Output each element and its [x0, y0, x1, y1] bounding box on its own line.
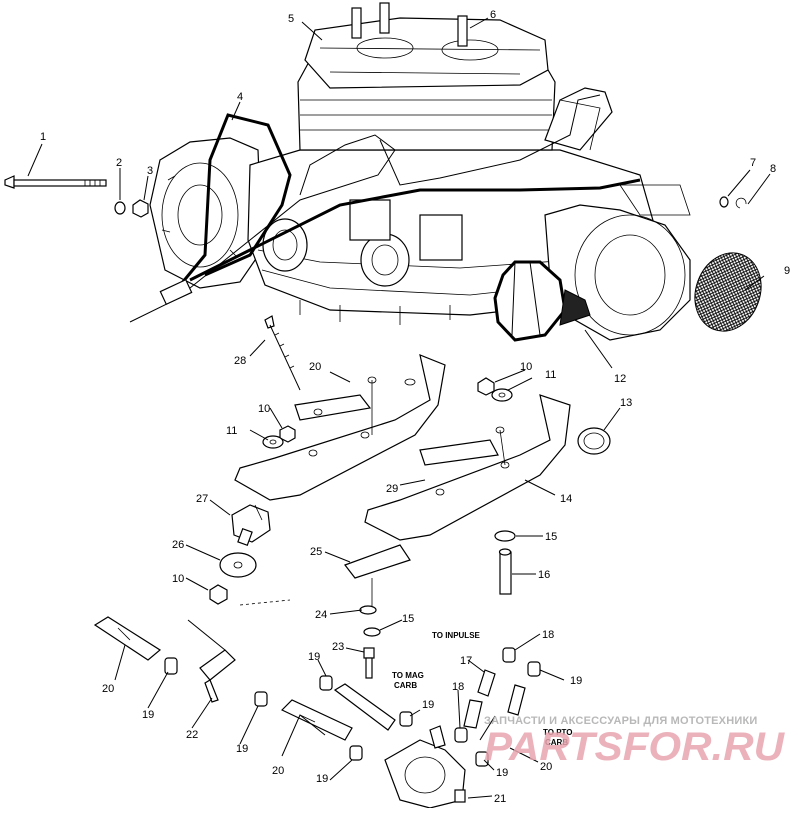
callout-6: 6: [490, 9, 496, 21]
callout-29: 29: [386, 483, 398, 495]
watermark: ЗАПЧАСТИ И АКСЕССУАРЫ ДЛЯ МОТОТЕХНИКИ PA…: [484, 715, 785, 769]
routing-notes: TO INPULSE TO MAG CARB TO PTO CARB: [392, 631, 573, 747]
note-to-impulse: TO INPULSE: [432, 631, 481, 640]
fuel-system-parts: [93, 616, 541, 809]
callout-23: 23: [332, 641, 344, 653]
callout-19-bottom: 19: [316, 773, 328, 785]
callout-10-lower: 10: [172, 573, 184, 585]
callout-28: 28: [234, 355, 246, 367]
callout-10-left: 10: [258, 403, 270, 415]
engine-mounts: [209, 315, 611, 679]
callout-15-right: 15: [545, 531, 557, 543]
watermark-logo: PARTSFOR.RU: [484, 725, 785, 769]
callout-13: 13: [620, 397, 632, 409]
callout-19-right: 19: [570, 675, 582, 687]
callout-17: 17: [460, 655, 472, 667]
callout-1: 1: [40, 131, 46, 143]
note-to-mag-line1: TO MAG: [392, 671, 424, 680]
engine-assembly: [4, 2, 762, 342]
callout-20-lower: 20: [272, 765, 284, 777]
callout-18-lower: 18: [452, 681, 464, 693]
callout-11-right: 11: [545, 369, 556, 381]
callout-20-top: 20: [309, 361, 321, 373]
callout-22: 22: [186, 729, 198, 741]
callout-12: 12: [614, 373, 626, 385]
callout-4: 4: [237, 91, 243, 103]
callout-7: 7: [750, 157, 756, 169]
callout-24: 24: [315, 609, 327, 621]
note-to-pto-line1: TO PTO: [543, 728, 573, 737]
callout-8: 8: [770, 163, 776, 175]
watermark-tagline: ЗАПЧАСТИ И АКСЕССУАРЫ ДЛЯ МОТОТЕХНИКИ: [484, 715, 757, 727]
callout-11-left: 11: [226, 425, 237, 437]
callout-15-center: 15: [402, 613, 414, 625]
callout-5: 5: [288, 13, 294, 25]
callout-labels: 5 6 4 1 2 3 7 8 9 12 13 28 20 10 11 10 1…: [40, 9, 790, 805]
callout-26: 26: [172, 539, 184, 551]
callout-19-center-top: 19: [308, 651, 320, 663]
callout-25: 25: [310, 546, 322, 558]
callout-16: 16: [538, 569, 550, 581]
callout-27: 27: [196, 493, 208, 505]
callout-9: 9: [784, 265, 790, 277]
callout-18-top: 18: [542, 629, 554, 641]
callout-14: 14: [560, 493, 572, 505]
callout-19-center: 19: [422, 699, 434, 711]
note-to-mag-line2: CARB: [394, 681, 417, 690]
leader-lines: [27, 17, 771, 799]
callout-20-right: 20: [540, 761, 552, 773]
callout-10-right: 10: [520, 361, 532, 373]
callout-19-bottom-right: 19: [496, 767, 508, 779]
note-to-pto-line2: CARB: [545, 738, 568, 747]
callout-21: 21: [494, 793, 506, 805]
callout-2: 2: [116, 157, 122, 169]
callout-20-left: 20: [102, 683, 114, 695]
callout-19-left: 19: [142, 709, 154, 721]
callout-3: 3: [147, 165, 153, 177]
callout-19-lower-left: 19: [236, 743, 248, 755]
